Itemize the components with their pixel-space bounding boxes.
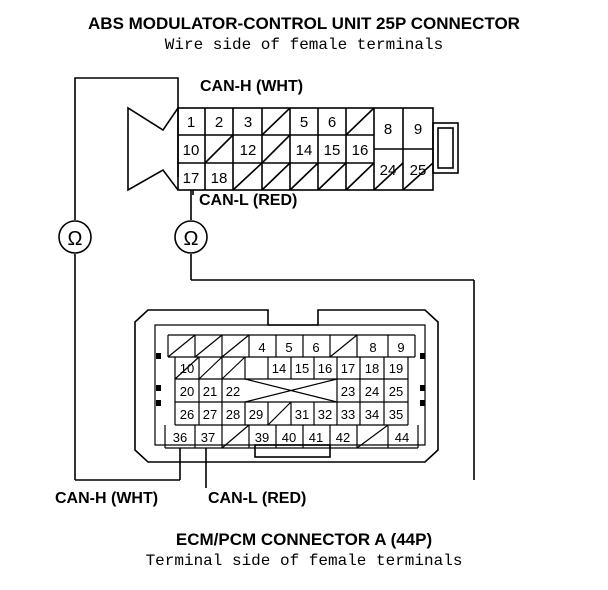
top-pin: 3 — [244, 114, 252, 131]
top-pin: 18 — [211, 170, 228, 187]
bottom-pin: 44 — [395, 430, 409, 445]
bottom-pin: 9 — [397, 340, 404, 355]
bottom-pin: 41 — [309, 430, 323, 445]
top-pin: 9 — [414, 121, 422, 138]
top-pin: 1 — [187, 114, 195, 131]
bottom-pin: 26 — [180, 407, 194, 422]
wires — [74, 77, 475, 488]
bottom-pin: 19 — [389, 361, 403, 376]
bottom-pin: 37 — [201, 430, 215, 445]
top-canh-label: CAN-H (WHT) — [200, 78, 304, 95]
bottom-connector-subtitle: Terminal side of female terminals — [145, 552, 463, 570]
top-connector-title: ABS MODULATOR-CONTROL UNIT 25P CONNECTOR — [88, 14, 520, 33]
bottom-pin-numbers: 4 5 6 8 9 10 14 15 16 17 18 19 20 21 22 … — [173, 340, 409, 445]
bottom-pin: 22 — [226, 384, 240, 399]
ohmmeter-left — [58, 220, 92, 254]
bottom-connector-grid — [164, 334, 419, 449]
top-pin: 24 — [380, 162, 397, 179]
top-pin: 15 — [324, 142, 341, 159]
bottom-pin: 42 — [336, 430, 350, 445]
bottom-pin: 23 — [341, 384, 355, 399]
bottom-pin: 10 — [180, 361, 194, 376]
top-pin: 8 — [384, 121, 392, 138]
bottom-pin: 8 — [369, 340, 376, 355]
bottom-pin: 29 — [249, 407, 263, 422]
top-pin: 2 — [215, 114, 223, 131]
bottom-pin: 24 — [365, 384, 379, 399]
bottom-pin: 5 — [285, 340, 292, 355]
bottom-pin: 36 — [173, 430, 187, 445]
bottom-pin: 27 — [203, 407, 217, 422]
bottom-pin: 31 — [295, 407, 309, 422]
top-pin: 25 — [410, 162, 427, 179]
bottom-connector-title: ECM/PCM CONNECTOR A (44P) — [175, 530, 433, 549]
bottom-pin: 32 — [318, 407, 332, 422]
bottom-pin: 33 — [341, 407, 355, 422]
bottom-pin: 25 — [389, 384, 403, 399]
top-pin: 5 — [300, 114, 308, 131]
bottom-pin: 35 — [389, 407, 403, 422]
top-pin: 17 — [183, 170, 200, 187]
ohm-symbol-left: Ω — [68, 228, 83, 250]
bottom-pin: 17 — [341, 361, 355, 376]
bottom-canh-label: CAN-H (WHT) — [55, 490, 159, 507]
top-connector-subtitle: Wire side of female terminals — [164, 36, 444, 54]
bottom-pin: 34 — [365, 407, 379, 422]
bottom-pin: 6 — [312, 340, 319, 355]
bottom-pin: 20 — [180, 384, 194, 399]
bottom-canl-label: CAN-L (RED) — [208, 490, 307, 507]
bottom-pin: 18 — [365, 361, 379, 376]
top-pin: 14 — [296, 142, 313, 159]
bottom-pin: 21 — [203, 384, 217, 399]
ohm-symbol-right: Ω — [184, 228, 199, 250]
bottom-connector-body — [134, 309, 439, 463]
top-pin: 16 — [352, 142, 369, 159]
bottom-pin: 39 — [255, 430, 269, 445]
bottom-pin: 14 — [272, 361, 286, 376]
bottom-pin: 16 — [318, 361, 332, 376]
top-pin: 12 — [240, 142, 257, 159]
top-pin: 10 — [183, 142, 200, 159]
bottom-pin: 40 — [282, 430, 296, 445]
top-connector-body — [127, 106, 459, 192]
top-pin: 6 — [328, 114, 336, 131]
top-pin-numbers: 1 2 3 5 6 10 12 14 15 16 17 18 8 9 24 25 — [183, 114, 427, 187]
bottom-pin: 15 — [295, 361, 309, 376]
bottom-pin: 28 — [226, 407, 240, 422]
bottom-pin: 4 — [258, 340, 265, 355]
bottom-connector-latches — [156, 353, 425, 406]
top-canl-label: CAN-L (RED) — [199, 192, 298, 209]
ohmmeter-right — [174, 220, 208, 254]
